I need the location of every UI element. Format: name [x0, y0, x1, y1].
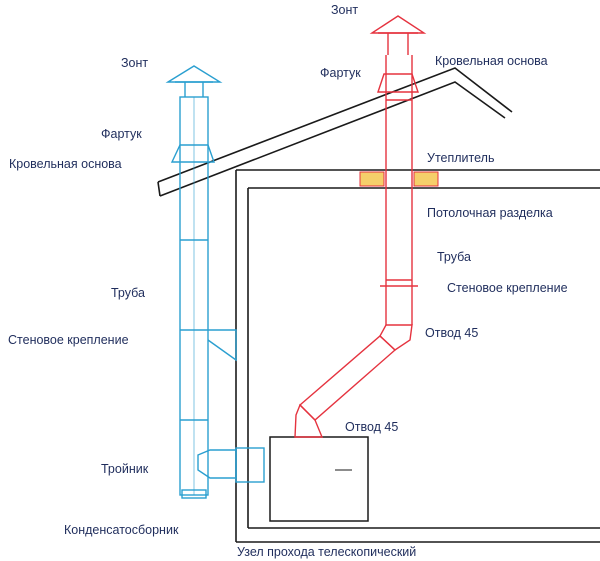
- blue-tee: [197, 449, 237, 479]
- label-tee: Тройник: [101, 462, 149, 476]
- label-ceiling-pass: Потолочная разделка: [427, 206, 553, 220]
- stove: [269, 436, 369, 522]
- label-elbow-bottom: Отвод 45: [345, 420, 399, 434]
- label-left-wall-mount: Стеновое крепление: [8, 333, 129, 347]
- label-telescopic-pass: Узел прохода телескопический: [237, 545, 417, 559]
- label-right-apron: Фартук: [320, 66, 361, 80]
- label-left-pipe: Труба: [111, 286, 145, 300]
- insulation-right: [413, 171, 439, 187]
- label-left-apron: Фартук: [101, 127, 142, 141]
- blue-chimney: [165, 65, 265, 499]
- label-left-umbrella: Зонт: [121, 56, 149, 70]
- house-structure: [157, 67, 600, 543]
- blue-umbrella: [165, 65, 223, 83]
- red-elbow-bottom: [294, 403, 324, 438]
- label-insulation: Утеплитель: [427, 151, 495, 165]
- red-elbow-top: [379, 324, 413, 351]
- label-left-roof-base: Кровельная основа: [9, 157, 122, 171]
- blue-condensate: [181, 489, 207, 499]
- label-right-pipe: Труба: [437, 250, 471, 264]
- label-right-umbrella: Зонт: [331, 3, 359, 17]
- blue-wall-bracket: [207, 329, 237, 362]
- red-diagonal-pipe: [298, 335, 397, 421]
- roof-inner: [159, 81, 506, 197]
- label-elbow-top: Отвод 45: [425, 326, 479, 340]
- label-condensate: Конденсатосборник: [64, 523, 179, 537]
- roof-outer: [157, 67, 513, 183]
- blue-apron: [170, 144, 215, 163]
- red-chimney: [294, 15, 427, 438]
- red-umbrella: [369, 15, 427, 34]
- label-right-roof-base: Кровельная основа: [435, 54, 548, 68]
- insulation-left: [359, 171, 385, 187]
- label-right-wall-mount: Стеновое крепление: [447, 281, 568, 295]
